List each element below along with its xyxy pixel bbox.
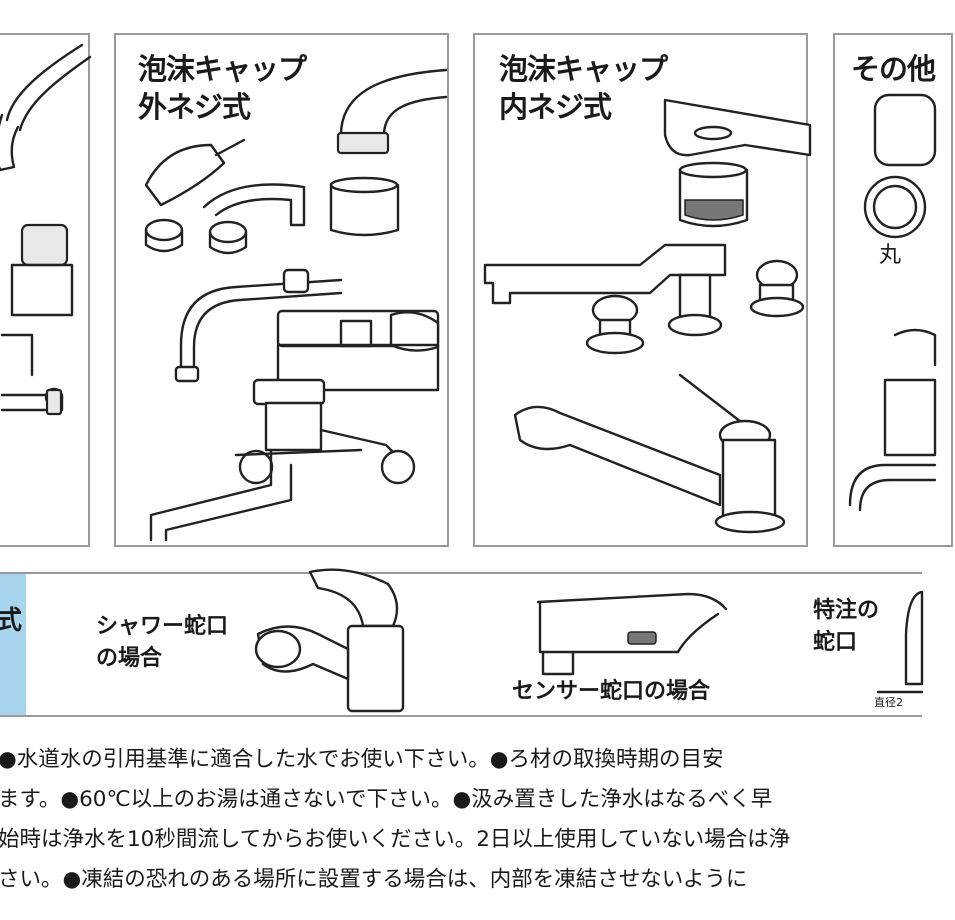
- other-title: その他: [851, 52, 936, 86]
- faucet-illustrations-partial: [0, 43, 92, 416]
- blue-tab-char: 式: [0, 606, 23, 636]
- bottom-illustrations: [254, 568, 924, 713]
- note-line-4: さい。●凍結の恐れのある場所に設置する場合は、内部を凍結させないように: [0, 867, 748, 892]
- panel-outer-screw-cap: 泡沫キャップ 外ネジ式: [114, 33, 449, 547]
- other-illustrations: [848, 93, 937, 512]
- blue-tab: 式: [0, 574, 26, 715]
- shower-faucet-label-line1: シャワー蛇口: [96, 614, 229, 639]
- note-line-1: ●水道水の引用基準に適合した水でお使い下さい。●ろ材の取換時期の目安: [0, 747, 724, 772]
- diameter-label: 直径2: [874, 696, 903, 709]
- special-faucet-label-line1: 特注の: [813, 598, 880, 623]
- panel-other-type: その他 丸: [833, 33, 953, 547]
- shower-faucet-label-line2: の場合: [96, 646, 163, 671]
- inner-screw-illustrations: [483, 98, 812, 534]
- inner-screw-title-line2: 内ネジ式: [499, 90, 612, 124]
- outer-screw-title-line1: 泡沫キャップ: [138, 52, 307, 86]
- note-line-2: ます。●60℃以上のお湯は通さないで下さい。●汲み置きした浄水はなるべく早: [0, 787, 773, 812]
- panel-inner-screw-cap: 泡沫キャップ 内ネジ式: [473, 33, 812, 547]
- special-faucet-row: 式 シャワー蛇口 の場合 センサー蛇口の場合 特注の 蛇口 直径2: [0, 568, 924, 717]
- inner-screw-title-line1: 泡沫キャップ: [499, 52, 668, 86]
- panel-faucet-type-partial: [0, 33, 92, 547]
- sensor-faucet-label: センサー蛇口の場合: [512, 679, 711, 704]
- usage-notes: ●水道水の引用基準に適合した水でお使い下さい。●ろ材の取換時期の目安 ます。●6…: [0, 740, 920, 900]
- outer-screw-illustrations: [144, 68, 448, 542]
- note-line-3: 始時は浄水を10秒間流してからお使いください。2日以上使用していない場合は浄: [0, 827, 791, 852]
- round-label: 丸: [879, 243, 902, 268]
- outer-screw-title-line2: 外ネジ式: [138, 90, 251, 124]
- special-faucet-label-line2: 蛇口: [813, 630, 858, 655]
